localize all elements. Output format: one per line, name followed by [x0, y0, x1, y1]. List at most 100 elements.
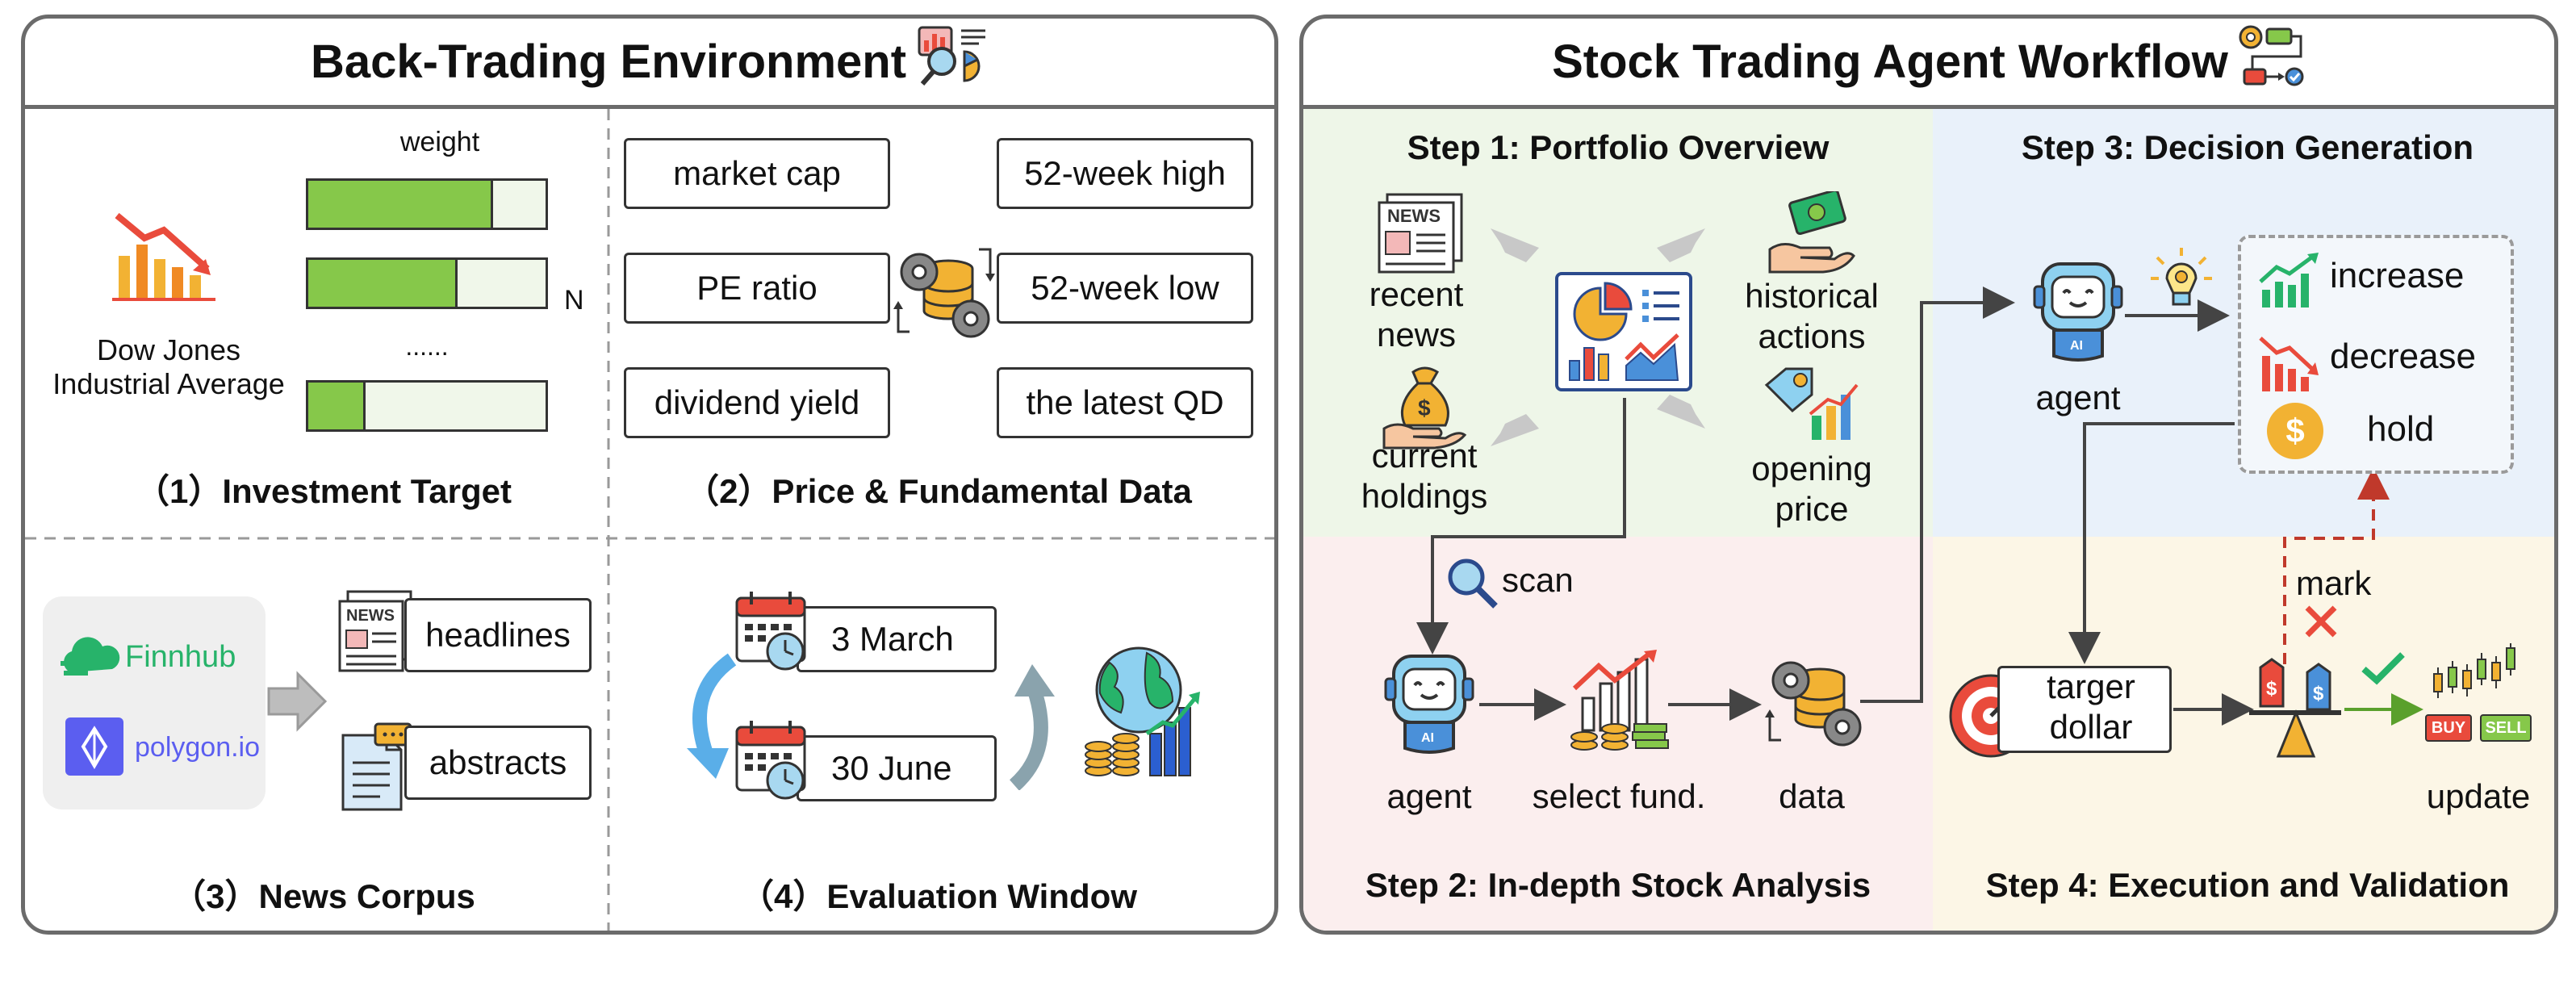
index-name-line2: Industrial Average: [52, 367, 285, 400]
step2-agent-label: agent: [1386, 777, 1472, 815]
target-dollar-label-1: targer: [2047, 667, 2135, 705]
hand-cash-icon: [1767, 189, 1855, 279]
step4-title: Step 4: Execution and Validation: [1985, 866, 2510, 904]
news-item-headlines: headlines: [404, 598, 592, 672]
index-name-line1: Dow Jones: [96, 333, 241, 366]
current-holdings-label-1: current: [1371, 437, 1478, 475]
price-tag-chart-icon: [1763, 366, 1860, 447]
left-panel-title-text: Back-Trading Environment: [310, 36, 907, 88]
news-icon-text: NEWS: [346, 607, 395, 625]
document-chat-icon: [340, 722, 417, 817]
workflow-connectors: [1416, 228, 2423, 726]
historical-actions-label-2: actions: [1758, 317, 1866, 355]
money-bag-hand-icon: $: [1381, 361, 1470, 454]
calendar-clock-icon: [734, 590, 813, 678]
news-icon-text: NEWS: [1387, 206, 1441, 226]
evaluation-window-label: （4）Evaluation Window: [740, 877, 1137, 915]
red-cross-icon: [2302, 603, 2340, 644]
blue-curved-arrow-icon: [675, 653, 756, 786]
lightbulb-gear-icon: [2149, 246, 2214, 315]
news-corpus-label: （3）News Corpus: [172, 877, 475, 915]
recent-news-label-2: news: [1376, 316, 1457, 353]
sell-tag: SELL: [2480, 714, 2532, 742]
data-item-pe-ratio: PE ratio: [624, 253, 890, 324]
current-holdings-label-2: holdings: [1361, 477, 1488, 515]
workflow-gears-icon: [2236, 23, 2306, 102]
data-item-market-cap: market cap: [624, 138, 890, 209]
finnhub-label: Finnhub: [125, 640, 236, 674]
recent-news-label-1: recent: [1369, 275, 1464, 313]
robot-agent-icon: AI: [2030, 259, 2126, 368]
weight-bar-fill: [308, 181, 494, 228]
gray-arrow-icon: [267, 669, 328, 738]
svg-text:AI: AI: [1421, 731, 1434, 745]
target-dollar-box: [1997, 666, 2172, 753]
scan-label: scan: [1502, 561, 1574, 599]
weight-ellipsis: ......: [405, 332, 449, 361]
dollar-coin-icon: $: [2267, 403, 2323, 459]
data-item-latest-qd: the latest QD: [997, 367, 1253, 438]
window-end-date: 30 June: [797, 735, 997, 801]
buy-tag: BUY: [2425, 714, 2472, 742]
data-item-52-week-low: 52-week low: [997, 253, 1253, 324]
newspaper-icon: NEWS: [337, 588, 414, 678]
back-trading-panel: Back-Trading Environment: [21, 15, 1278, 935]
robot-agent-icon: AI: [1381, 651, 1478, 760]
decision-decrease: decrease: [2330, 337, 2477, 376]
weight-bar-fill: [308, 383, 366, 429]
investment-target-label: （1）Investment Target: [136, 472, 512, 510]
weight-bar-1: [306, 178, 548, 230]
opening-price-label-2: price: [1775, 490, 1849, 528]
analytics-magnifier-icon: [914, 24, 989, 100]
weight-bar-2: [306, 257, 548, 309]
workflow-panel: Stock Trading Agent Workflow: [1299, 15, 2558, 935]
calendar-clock-icon: [734, 719, 813, 807]
newspaper-icon: NEWS: [1376, 191, 1465, 279]
database-gears-icon: [1763, 646, 1868, 755]
svg-text:$: $: [2266, 678, 2277, 700]
globe-coins-chart-icon: [1082, 645, 1203, 786]
decrease-chart-icon: [2257, 333, 2322, 397]
step2-title: Step 2: In-depth Stock Analysis: [1365, 866, 1871, 904]
gray-curved-arrow-icon: [998, 661, 1071, 794]
balance-scale-tags-icon: $ $: [2243, 656, 2348, 765]
step3-agent-label: agent: [2035, 379, 2121, 416]
opening-price-label-1: opening: [1751, 450, 1872, 487]
increase-chart-icon: [2257, 253, 2322, 313]
svg-text:$: $: [1418, 395, 1431, 420]
news-sources-card: [43, 596, 266, 809]
left-grid-dividers: [25, 109, 1274, 931]
candlestick-chart-icon: [2430, 640, 2527, 709]
decision-hold: hold: [2367, 409, 2435, 449]
green-check-icon: [2361, 650, 2406, 691]
window-start-date: 3 March: [797, 606, 997, 672]
weight-label: weight: [399, 127, 480, 157]
svg-text:AI: AI: [2070, 339, 2083, 353]
coins-growth-chart-icon: [1566, 648, 1671, 757]
data-item-dividend-yield: dividend yield: [624, 367, 890, 438]
step1-title: Step 1: Portfolio Overview: [1407, 128, 1830, 166]
mark-label: mark: [2296, 564, 2372, 602]
select-fund-label: select fund.: [1532, 777, 1706, 815]
n-label: N: [564, 285, 584, 316]
portfolio-dashboard-icon: [1554, 270, 1694, 397]
database-gears-icon: [892, 238, 997, 347]
right-panel-title: Stock Trading Agent Workflow: [1303, 19, 2554, 109]
weight-bar-3: [306, 380, 548, 432]
svg-text:$: $: [2313, 683, 2324, 705]
polygon-logo: [65, 717, 123, 776]
news-item-abstracts: abstracts: [404, 726, 592, 800]
historical-actions-label-1: historical: [1745, 277, 1879, 315]
right-panel-title-text: Stock Trading Agent Workflow: [1552, 36, 2228, 88]
target-dollar-label-2: dollar: [2049, 708, 2133, 746]
finnhub-logo: [61, 637, 122, 686]
data-label: data: [1779, 777, 1845, 815]
update-label: update: [2426, 777, 2531, 815]
price-fundamental-label: （2）Price & Fundamental Data: [685, 472, 1192, 510]
magnifier-icon: [1445, 556, 1499, 613]
data-item-52-week-high: 52-week high: [997, 138, 1253, 209]
weight-bar-fill: [308, 260, 458, 307]
falling-chart-icon: [112, 206, 219, 307]
step3-title: Step 3: Decision Generation: [2021, 128, 2474, 166]
left-panel-title: Back-Trading Environment: [25, 19, 1274, 109]
